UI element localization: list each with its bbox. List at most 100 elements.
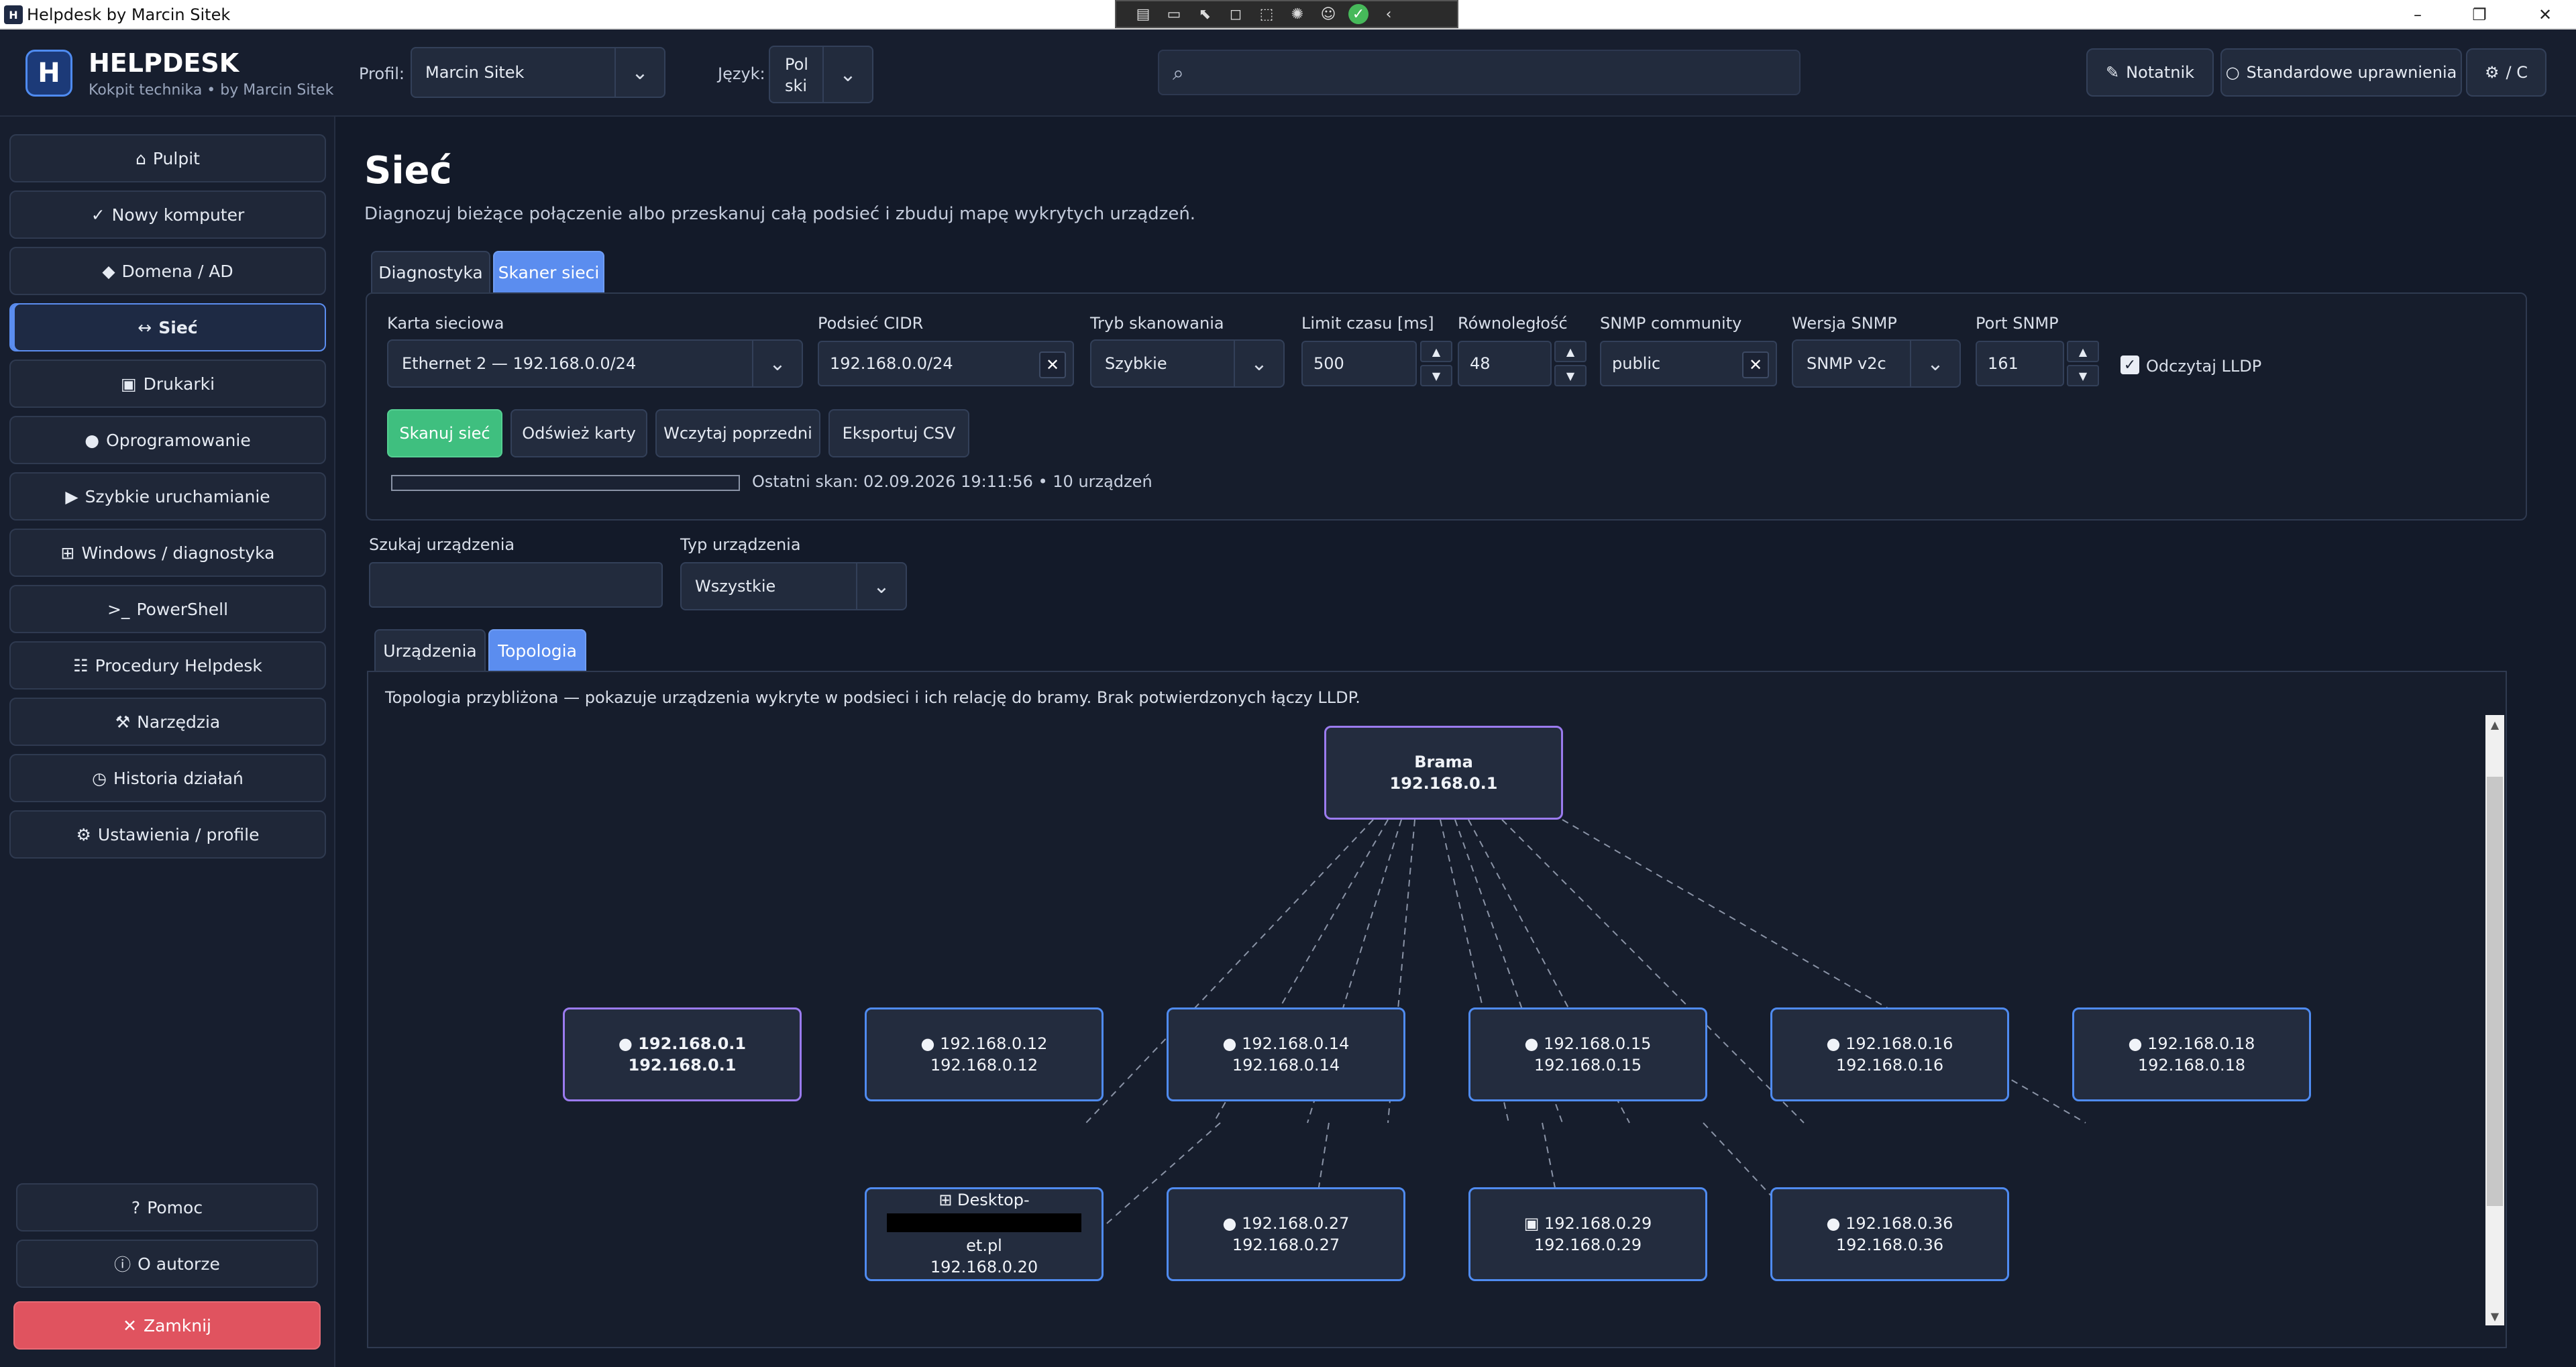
sidebar-item-history[interactable]: ◷Historia działań bbox=[9, 754, 326, 802]
check-icon: ✓ bbox=[91, 205, 105, 225]
parallel-input[interactable]: 48 bbox=[1458, 341, 1552, 386]
effects-icon[interactable]: ✺ bbox=[1291, 5, 1304, 23]
printer-icon: ▣ bbox=[120, 374, 137, 394]
device-ip: 192.168.0.36 bbox=[1835, 1236, 1944, 1254]
tab-topology[interactable]: Topologia bbox=[488, 629, 586, 671]
profile-select[interactable]: Marcin Sitek ⌄ bbox=[411, 47, 665, 98]
help-button[interactable]: ?Pomoc bbox=[16, 1183, 318, 1232]
device-ip: 192.168.0.14 bbox=[1232, 1056, 1340, 1075]
region-icon[interactable]: ◻ bbox=[1229, 5, 1242, 23]
device-node[interactable]: ● 192.168.0.12 192.168.0.12 bbox=[865, 1007, 1104, 1101]
device-type-select[interactable]: Wszystkie ⌄ bbox=[680, 562, 907, 610]
export-csv-button[interactable]: Eksportuj CSV bbox=[828, 409, 969, 457]
settings-button[interactable]: ⚙ / C bbox=[2466, 48, 2546, 97]
chevron-down-icon: ⌄ bbox=[822, 47, 872, 102]
accessibility-icon[interactable]: ☺ bbox=[1320, 5, 1336, 23]
search-icon: ⌕ bbox=[1173, 62, 1184, 85]
device-node[interactable]: ● 192.168.0.16 192.168.0.16 bbox=[1770, 1007, 2009, 1101]
device-node[interactable]: ● 192.168.0.1 192.168.0.1 bbox=[563, 1007, 802, 1101]
step-down-icon[interactable]: ▼ bbox=[1420, 365, 1452, 386]
step-up-icon[interactable]: ▲ bbox=[1420, 341, 1452, 362]
snmp-community-input[interactable]: public ✕ bbox=[1600, 341, 1777, 386]
language-select[interactable]: Pol ski ⌄ bbox=[769, 46, 873, 103]
device-node[interactable]: ● 192.168.0.27 192.168.0.27 bbox=[1167, 1187, 1405, 1281]
device-name: ⊞ Desktop- bbox=[938, 1191, 1030, 1209]
sidebar-item-quick-launch[interactable]: ▶Szybkie uruchamianie bbox=[9, 472, 326, 521]
sidebar-item-printers[interactable]: ▣ Drukarki bbox=[9, 360, 326, 408]
close-window-button[interactable]: ✕ bbox=[2538, 5, 2553, 24]
gateway-node[interactable]: Brama 192.168.0.1 bbox=[1324, 726, 1563, 820]
device-name: ● 192.168.0.18 bbox=[2128, 1034, 2255, 1053]
chevron-down-icon: ⌄ bbox=[752, 341, 802, 386]
sidebar-item-software[interactable]: ●Oprogramowanie bbox=[9, 416, 326, 464]
device-node[interactable]: ▣ 192.168.0.29 192.168.0.29 bbox=[1468, 1187, 1707, 1281]
sidebar-item-procedures[interactable]: ☷Procedury Helpdesk bbox=[9, 641, 326, 690]
refresh-adapters-button[interactable]: Odśwież karty bbox=[511, 409, 647, 457]
lldp-checkbox[interactable]: ✓ bbox=[2121, 356, 2139, 374]
device-search-input[interactable] bbox=[369, 562, 663, 608]
done-icon[interactable]: ✓ bbox=[1348, 4, 1368, 24]
sidebar-item-powershell[interactable]: >_PowerShell bbox=[9, 585, 326, 633]
device-node[interactable]: ● 192.168.0.36 192.168.0.36 bbox=[1770, 1187, 2009, 1281]
clear-icon[interactable]: ✕ bbox=[1742, 351, 1769, 378]
tab-devices[interactable]: Urządzenia bbox=[374, 629, 486, 671]
clear-icon[interactable]: ✕ bbox=[1039, 351, 1066, 378]
snmp-port-input[interactable]: 161 bbox=[1976, 341, 2064, 386]
scroll-up-icon[interactable]: ▲ bbox=[2490, 718, 2500, 731]
device-search-label: Szukaj urządzenia bbox=[369, 535, 515, 554]
snmp-version-label: Wersja SNMP bbox=[1792, 314, 1897, 333]
screenshot-icon[interactable]: ▤ bbox=[1136, 5, 1150, 23]
sidebar-item-new-computer[interactable]: ✓Nowy komputer bbox=[9, 190, 326, 239]
device-node[interactable]: ⊞ Desktop- et.pl 192.168.0.20 bbox=[865, 1187, 1104, 1281]
topology-scrollbar[interactable]: ▲ ▼ bbox=[2485, 715, 2504, 1325]
link-gw-18 bbox=[1562, 819, 2086, 1124]
sidebar-item-label: Drukarki bbox=[143, 374, 215, 394]
scrollbar-thumb[interactable] bbox=[2487, 777, 2503, 1206]
timeout-stepper[interactable]: ▲▼ bbox=[1420, 341, 1452, 386]
sidebar-item-tools[interactable]: ⚒Narzędzia bbox=[9, 698, 326, 746]
scan-network-button[interactable]: Skanuj sieć bbox=[387, 409, 502, 457]
adapter-select[interactable]: Ethernet 2 — 192.168.0.0/24 ⌄ bbox=[387, 339, 803, 388]
sidebar-item-network[interactable]: ↔Sieć bbox=[9, 303, 326, 351]
device-node[interactable]: ● 192.168.0.15 192.168.0.15 bbox=[1468, 1007, 1707, 1101]
sidebar-item-domain[interactable]: ◆Domena / AD bbox=[9, 247, 326, 295]
scan-mode-select[interactable]: Szybkie ⌄ bbox=[1090, 339, 1285, 388]
sidebar-item-label: Ustawienia / profile bbox=[97, 824, 260, 844]
collapse-icon[interactable]: ‹ bbox=[1385, 5, 1392, 23]
step-up-icon[interactable]: ▲ bbox=[2067, 341, 2099, 362]
record-icon[interactable]: ▭ bbox=[1167, 5, 1181, 23]
load-previous-button[interactable]: Wczytaj poprzedni bbox=[655, 409, 820, 457]
device-node[interactable]: ● 192.168.0.18 192.168.0.18 bbox=[2072, 1007, 2311, 1101]
scroll-down-icon[interactable]: ▼ bbox=[2490, 1309, 2500, 1323]
close-label: Zamknij bbox=[143, 1315, 211, 1335]
parallel-stepper[interactable]: ▲▼ bbox=[1554, 341, 1587, 386]
permissions-button[interactable]: ○ Standardowe uprawnienia bbox=[2220, 48, 2462, 97]
close-app-button[interactable]: ✕Zamknij bbox=[13, 1301, 321, 1350]
sidebar-item-pulpit[interactable]: ⌂Pulpit bbox=[9, 134, 326, 182]
global-search-input[interactable]: ⌕ bbox=[1158, 50, 1801, 95]
snmp-version-select[interactable]: SNMP v2c ⌄ bbox=[1792, 339, 1961, 388]
sidebar-item-settings[interactable]: ⚙Ustawienia / profile bbox=[9, 810, 326, 859]
minimize-button[interactable]: – bbox=[2414, 5, 2422, 24]
device-node[interactable]: ● 192.168.0.14 192.168.0.14 bbox=[1167, 1007, 1405, 1101]
pointer-icon[interactable]: ⬉ bbox=[1198, 5, 1212, 23]
timeout-input[interactable]: 500 bbox=[1301, 341, 1417, 386]
cidr-input[interactable]: 192.168.0.0/24 ✕ bbox=[818, 341, 1074, 386]
tab-diagnostics[interactable]: Diagnostyka bbox=[371, 251, 490, 292]
snmp-port-stepper[interactable]: ▲▼ bbox=[2067, 341, 2099, 386]
notes-button[interactable]: ✎ Notatnik bbox=[2086, 48, 2214, 97]
step-up-icon[interactable]: ▲ bbox=[1554, 341, 1587, 362]
tab-network-scanner[interactable]: Skaner sieci bbox=[493, 251, 604, 292]
sidebar-item-windows[interactable]: ⊞Windows / diagnostyka bbox=[9, 529, 326, 577]
window-select-icon[interactable]: ⬚ bbox=[1259, 5, 1274, 23]
sidebar-item-label: Sieć bbox=[158, 317, 198, 337]
brand-title: HELPDESK bbox=[89, 48, 239, 78]
sidebar: ⌂Pulpit ✓Nowy komputer ◆Domena / AD ↔Sie… bbox=[0, 117, 335, 1367]
step-down-icon[interactable]: ▼ bbox=[1554, 365, 1587, 386]
device-ip: 192.168.0.20 bbox=[930, 1258, 1038, 1276]
device-name: ● 192.168.0.15 bbox=[1524, 1034, 1652, 1053]
step-down-icon[interactable]: ▼ bbox=[2067, 365, 2099, 386]
clock-icon: ◷ bbox=[92, 768, 107, 788]
maximize-button[interactable]: ❐ bbox=[2472, 5, 2487, 24]
